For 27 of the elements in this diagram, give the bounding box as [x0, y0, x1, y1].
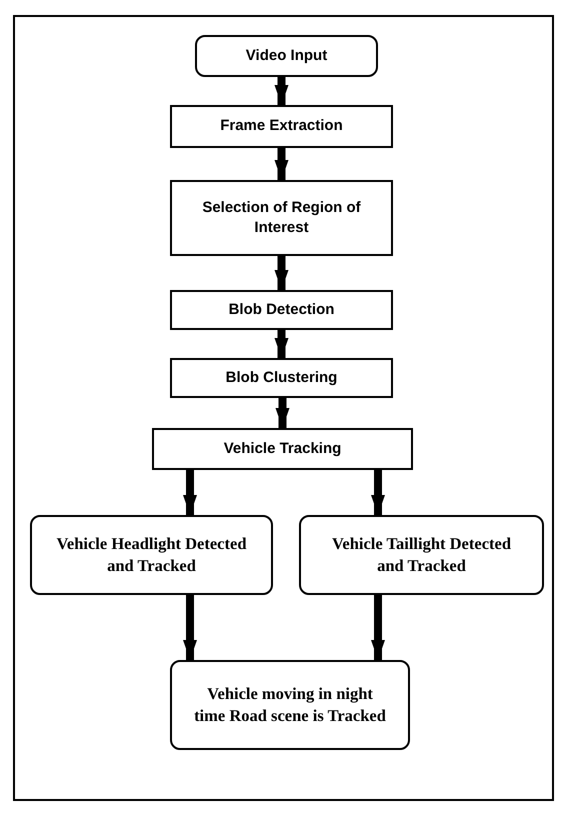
- process-box: [152, 428, 413, 470]
- process-box: [170, 180, 393, 256]
- box-label: Vehicle Tracking: [224, 438, 342, 459]
- box-label: Blob Detection: [228, 300, 334, 320]
- rounded-process-box: [170, 660, 410, 750]
- process-box: [170, 358, 393, 398]
- box-label: Video Input: [246, 46, 328, 66]
- box-label: Vehicle moving in night time Road scene is Tracked: [194, 682, 386, 727]
- rounded-process-box: [299, 515, 544, 595]
- box-label: Vehicle Taillight Detected and Tracked: [330, 532, 512, 577]
- arrow: [274, 330, 288, 358]
- arrow: [276, 398, 290, 428]
- rounded-process-box: [30, 515, 273, 595]
- arrow: [371, 470, 385, 515]
- process-box: [170, 290, 393, 330]
- arrow: [371, 595, 385, 660]
- arrow: [183, 595, 197, 660]
- box-label: Frame Extraction: [220, 116, 343, 136]
- arrow: [274, 77, 288, 105]
- arrow: [274, 256, 288, 290]
- box-label: Blob Clustering: [226, 368, 338, 388]
- arrow: [274, 148, 288, 180]
- box-label: Vehicle Headlight Detected and Tracked: [55, 532, 248, 577]
- rounded-process-box: [195, 35, 378, 77]
- arrow: [183, 470, 197, 515]
- process-box: [170, 105, 393, 148]
- box-label: Selection of Region of Interest: [201, 198, 362, 238]
